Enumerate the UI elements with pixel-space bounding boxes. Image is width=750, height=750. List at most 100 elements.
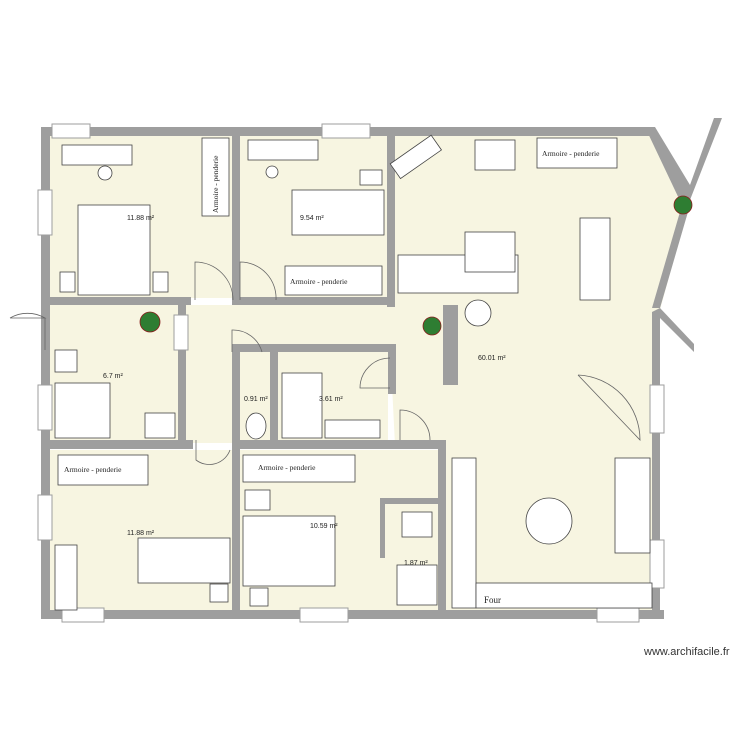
plant-icon [673,195,693,215]
window [37,384,53,431]
wall-row2-bottom-a [41,440,193,449]
wall-b1-b2 [232,127,240,302]
armchair [464,231,516,273]
window [37,189,53,236]
door-swing [577,374,641,441]
dining-table [579,217,611,301]
wall-living-column [443,305,458,385]
door-swing [359,357,391,389]
window [61,607,105,623]
wardrobe-5-box [242,454,356,483]
door-swing [194,261,234,301]
basin [401,511,433,538]
bathtub [281,372,323,439]
nightstand [59,271,76,293]
window [649,539,665,589]
doors [9,261,641,465]
round-table-top [525,497,573,545]
plant-icon [422,316,442,336]
wall-row1-bottom-b [232,297,395,305]
wall-row1-bottom-a [41,297,191,305]
window [596,607,640,623]
watermark: www.archifacile.fr [644,646,730,658]
shelf [144,412,176,439]
wardrobe-2-box [284,265,383,296]
sideboard [389,134,443,180]
wall-outer-left [41,127,50,617]
floor-hall [185,305,233,443]
bed [291,189,385,236]
wardrobe-1-label: Armoire - penderie [211,155,220,213]
wardrobe-1-box [201,137,230,217]
wall-wc-bath [270,344,278,440]
window [649,384,665,434]
window [37,494,53,541]
door-swing [399,409,431,441]
wardrobe-3-box [536,137,618,169]
window [321,123,371,139]
sink [324,419,381,439]
area-shower-room: 1.87 m² [404,560,428,567]
cabinet [54,349,78,373]
shower-tray [396,564,438,606]
wall-b2-living [387,127,395,307]
oven-label: Four [484,595,501,605]
area-bedroom-3: 11.88 m² [127,530,155,537]
wall-wc-left [232,344,240,450]
wall-shower-top [380,498,442,504]
wardrobes: Armoire - penderie Armoire - penderie Ar… [57,137,618,486]
wall-outer-bottom [41,610,664,619]
nightstand [359,169,383,186]
wall-b3-b4 [232,440,240,615]
area-living: 60.01 m² [478,355,506,362]
wall-row2-bottom-b [232,440,445,449]
door-swing [195,440,231,465]
counter [475,582,653,609]
nightstand [209,583,229,603]
kitchen-counter [451,457,477,609]
wall-shower-left [380,498,385,558]
plants [139,195,693,336]
window [173,314,189,351]
plant-icon [139,311,161,333]
desk [244,489,271,511]
wardrobe-5-label: Armoire - penderie [258,463,316,472]
wall-wc-top [232,344,392,352]
desk [247,139,319,161]
wall-bath-right [388,344,396,394]
area-bedroom-4: 10.59 m² [310,523,338,530]
desk [54,544,78,611]
area-bedroom-1: 11.88 m² [127,215,155,222]
door-swing [231,329,263,353]
desk [54,382,111,439]
floor-living [190,135,690,610]
window [51,123,91,139]
desk [61,144,133,166]
appliance [614,457,651,554]
toilet [245,412,267,440]
nightstand [249,587,269,607]
bed [242,515,336,587]
window [299,607,349,623]
chair [97,165,113,181]
door-swing [9,312,47,350]
furniture [54,134,653,611]
room-labels: 11.88 m² 9.54 m² 60.01 m² 6.7 m² 0.91 m²… [103,215,506,567]
area-office: 6.7 m² [103,373,124,380]
nightstand [152,271,169,293]
door-swing [239,261,277,301]
wall-office-right [178,305,186,445]
area-bathroom: 3.61 m² [319,396,343,403]
kitchen-unit [474,139,516,171]
wardrobe-4-label: Armoire - penderie [64,465,122,474]
wardrobe-4-box [57,454,149,486]
windows [37,123,665,623]
bed [137,537,231,584]
wall-b4-kitchen [438,440,446,615]
wardrobe-3-label: Armoire - penderie [542,149,600,158]
area-wc: 0.91 m² [244,396,268,403]
chair [265,165,279,179]
coffee-table [464,299,492,327]
wardrobe-2-label: Armoire - penderie [290,277,348,286]
